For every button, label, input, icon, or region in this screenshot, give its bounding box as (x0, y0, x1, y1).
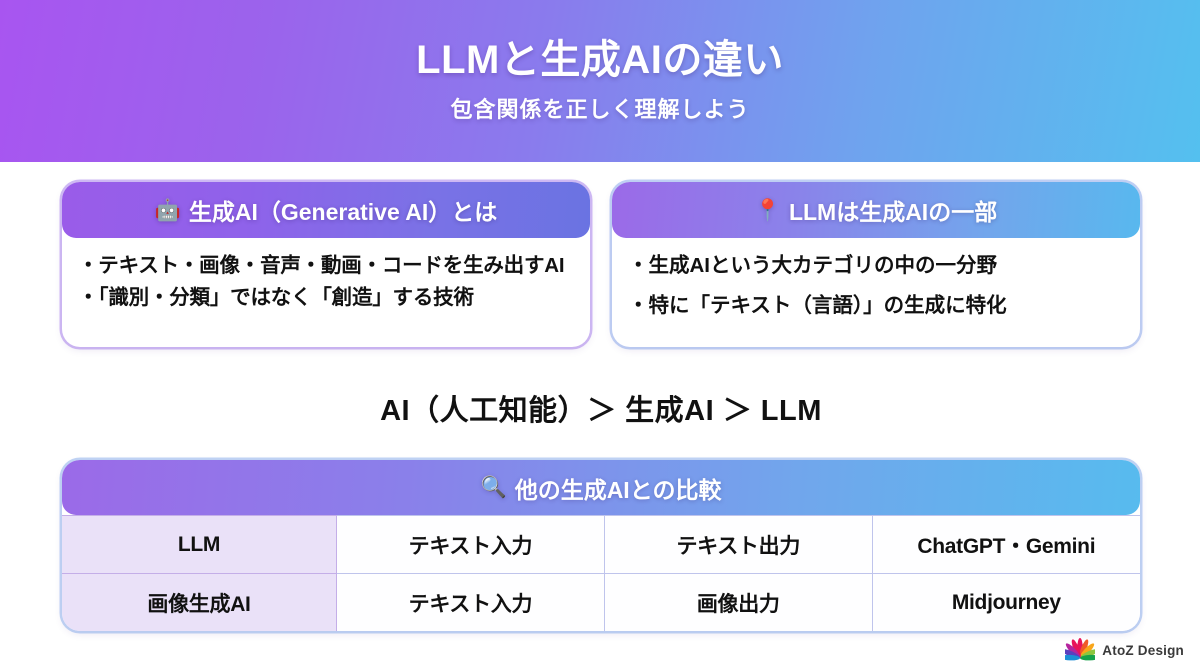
table-cell-input: テキスト入力 (336, 515, 605, 574)
comparison-table-card: 🔍 他の生成AIとの比較 LLM テキスト入力 テキスト出力 ChatGPT・G… (62, 460, 1140, 631)
footer-logo: AtoZ Design (1065, 636, 1184, 664)
magnifier-icon: 🔍 (480, 476, 507, 499)
card-llm-subset: 📍 LLMは生成AIの一部 ・生成AIという大カテゴリの中の一分野 ・特に「テキ… (612, 182, 1140, 348)
brand-name: AtoZ Design (1102, 642, 1184, 658)
table-row: LLM テキスト入力 テキスト出力 ChatGPT・Gemini (62, 515, 1140, 574)
comparison-table-title: 他の生成AIとの比較 (514, 476, 722, 503)
table-cell-examples: Midjourney (871, 573, 1140, 631)
card-llm-subset-body: ・生成AIという大カテゴリの中の一分野 ・特に「テキスト（言語）」の生成に特化 (612, 238, 1140, 347)
hierarchy-bar: AI（人工知能）＞ 生成AI ＞ LLM (59, 373, 1143, 443)
hierarchy-text: AI（人工知能）＞ 生成AI ＞ LLM (380, 395, 822, 427)
list-item: ・テキスト・画像・音声・動画・コードを生み出すAI (78, 254, 565, 277)
info-cards-row: 🤖 生成AI（Generative AI）とは ・テキスト・画像・音声・動画・コ… (62, 182, 1140, 348)
table-cell-label: 画像生成AI (62, 573, 337, 631)
atoz-burst-icon (1065, 638, 1096, 661)
card-llm-subset-title: LLMは生成AIの一部 (788, 199, 998, 225)
header-banner: LLMと生成AIの違い 包含関係を正しく理解しよう (0, 0, 1200, 162)
list-item: ・「識別・分類」ではなく「創造」する技術 (78, 285, 474, 309)
table-row: 画像生成AI テキスト入力 画像出力 Midjourney (62, 573, 1140, 631)
table-cell-examples: ChatGPT・Gemini (871, 515, 1140, 574)
card-generative-ai: 🤖 生成AI（Generative AI）とは ・テキスト・画像・音声・動画・コ… (62, 182, 590, 348)
page-subtitle: 包含関係を正しく理解しよう (450, 97, 750, 122)
pin-icon: 📍 (754, 198, 781, 222)
table-cell-output: テキスト出力 (603, 515, 873, 574)
card-generative-ai-header: 🤖 生成AI（Generative AI）とは (62, 182, 590, 238)
list-item: ・特に「テキスト（言語）」の生成に特化 (628, 293, 1007, 317)
table-cell-label: LLM (62, 515, 337, 574)
list-item: ・生成AIという大カテゴリの中の一分野 (628, 254, 997, 277)
card-generative-ai-title: 生成AI（Generative AI）とは (188, 199, 498, 225)
table-cell-input: テキスト入力 (336, 573, 605, 631)
comparison-table-header: 🔍 他の生成AIとの比較 (62, 460, 1140, 515)
card-llm-subset-header: 📍 LLMは生成AIの一部 (612, 182, 1140, 238)
page-title: LLMと生成AIの違い (416, 38, 784, 82)
card-generative-ai-body: ・テキスト・画像・音声・動画・コードを生み出すAI ・「識別・分類」ではなく「創… (62, 238, 590, 342)
comparison-table: LLM テキスト入力 テキスト出力 ChatGPT・Gemini 画像生成AI … (62, 515, 1140, 631)
robot-icon: 🤖 (154, 198, 181, 222)
table-cell-output: 画像出力 (603, 573, 873, 631)
